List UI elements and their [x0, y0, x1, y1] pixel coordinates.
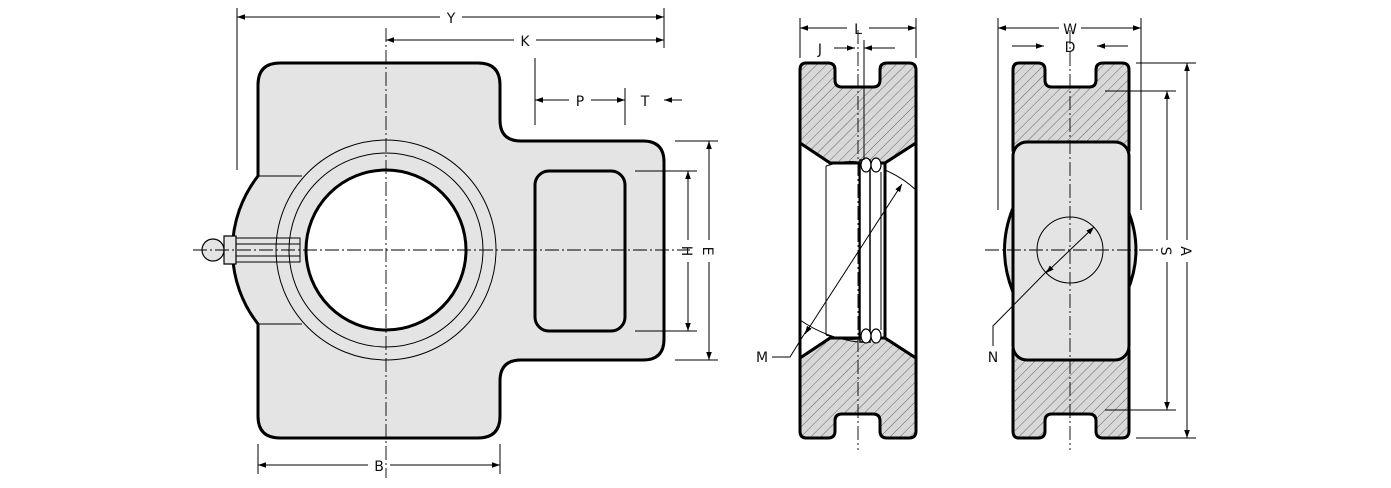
n-leader-line: [992, 269, 1049, 346]
d-label: D: [1065, 40, 1076, 56]
p-label: P: [576, 94, 584, 110]
section-seal: [859, 159, 871, 343]
y-label: Y: [446, 11, 456, 27]
l-label: L: [854, 22, 862, 38]
section-seal-lip: [860, 328, 872, 344]
side-view: N W D S A: [985, 18, 1196, 450]
k-label: K: [520, 34, 530, 50]
section-race-curve: [825, 161, 859, 167]
section-sphere-arc: [799, 319, 859, 343]
e-label: E: [699, 247, 715, 256]
b-label: B: [374, 459, 384, 475]
section-view: L J M: [756, 18, 918, 450]
m-leader-line: [772, 327, 809, 358]
w-label: W: [1063, 22, 1077, 38]
section-seal-lip: [870, 328, 882, 344]
take-up-slot: [533, 169, 627, 333]
a-label: A: [1177, 246, 1193, 256]
side-bottom-hatch: [1011, 348, 1131, 440]
side-top-hatch: [1011, 61, 1131, 152]
j-label: J: [817, 42, 822, 58]
h-label: H: [678, 246, 694, 257]
m-label: M: [756, 350, 768, 366]
t-label: T: [640, 94, 650, 110]
section-seal-lip: [870, 157, 882, 173]
section-seal-lip: [860, 157, 872, 173]
front-view: Y K P T H E B: [193, 8, 718, 478]
m-diameter-line: [804, 183, 903, 335]
s-label: S: [1157, 247, 1173, 256]
grease-fitting-nipple: [223, 235, 237, 265]
n-label: N: [988, 350, 998, 366]
section-ring-right: [883, 140, 918, 361]
section-sphere-arc: [884, 169, 917, 191]
